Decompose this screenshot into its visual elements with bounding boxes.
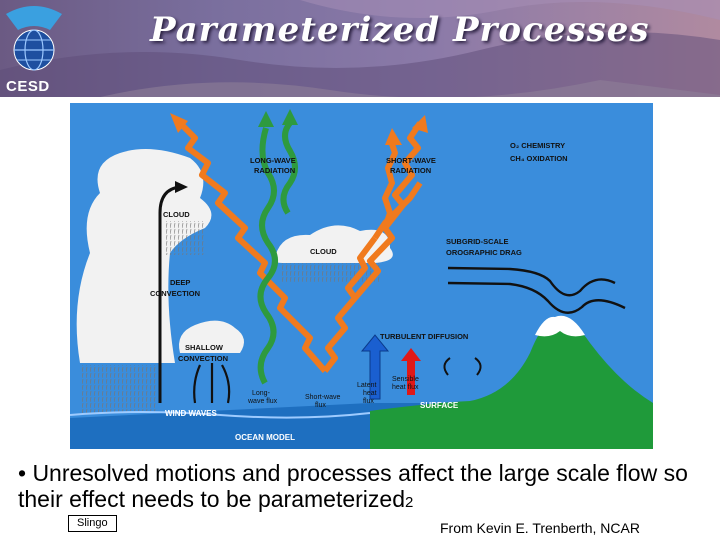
bullet-text: • Unresolved motions and processes affec… — [18, 460, 688, 512]
sensible-heat-arrow — [401, 348, 421, 395]
surface-label: SURFACE — [420, 401, 459, 410]
deep-convection-label-1: DEEP — [170, 278, 190, 287]
land-surface — [370, 319, 653, 449]
cloud-rain — [166, 221, 204, 255]
deep-convection-cloud — [76, 149, 212, 363]
snow-cap — [535, 315, 585, 337]
short-wave-radiation-arrows — [177, 120, 423, 373]
short-wave-label-1: SHORT-WAVE — [386, 156, 436, 165]
shortwave-flux-label-1: Short-wave — [305, 394, 341, 401]
latent-heat-label-1: Latent — [357, 382, 377, 389]
orographic-drag-arrows — [447, 266, 626, 314]
ocean-model-label: OCEAN MODEL — [235, 433, 295, 442]
latent-heat-arrow — [360, 334, 390, 400]
turbulent-diffusion-label: TURBULENT DIFFUSION — [380, 332, 468, 341]
latent-heat-label-3: flux — [363, 398, 374, 405]
o2-chemistry-label: O₂ CHEMISTRY — [510, 141, 565, 150]
longwave-flux-label-2: wave flux — [247, 398, 278, 405]
subgrid-drag-label-1: SUBGRID-SCALE — [446, 237, 509, 246]
header-banner: Parameterized Processes CESD — [0, 0, 720, 102]
deep-convection-label-2: CONVECTION — [150, 289, 200, 298]
climate-processes-diagram: LONG-WAVE RADIATION SHORT-WAVE RADIATION… — [70, 103, 653, 449]
page-title: Parameterized Processes — [150, 10, 650, 50]
bullet-point: • Unresolved motions and processes affec… — [18, 460, 708, 516]
cesd-globe-logo — [6, 6, 62, 71]
long-wave-label-1: LONG-WAVE — [250, 156, 296, 165]
shortwave-flux-label-2: flux — [315, 402, 326, 409]
turbulent-diffusion-swirls — [443, 357, 482, 376]
logo-text: CESD — [6, 78, 50, 95]
long-wave-label-2: RADIATION — [254, 166, 295, 175]
slingo-label: Slingo — [68, 515, 117, 532]
page-number: 2 — [404, 494, 414, 511]
sensible-heat-label-2: heat flux — [392, 384, 419, 391]
shallow-convection-label-1: SHALLOW — [185, 343, 224, 352]
cloud-center-label: CLOUD — [310, 247, 337, 256]
header-background — [0, 0, 720, 102]
shallow-convection-cloud — [179, 320, 244, 353]
long-wave-radiation-arrows — [257, 121, 298, 385]
short-wave-label-2: RADIATION — [390, 166, 431, 175]
longwave-flux-label-1: Long- — [252, 390, 271, 397]
wind-waves-label: WIND WAVES — [165, 409, 218, 418]
latent-heat-label-2: heat — [363, 390, 377, 397]
deep-convection-rain — [82, 365, 157, 413]
cloud-left-label: CLOUD — [163, 210, 190, 219]
ch4-oxidation-label: CH₄ OXIDATION — [510, 154, 568, 163]
wind-waves-line — [70, 411, 371, 419]
credit-text: From Kevin E. Trenberth, NCAR — [440, 520, 640, 536]
sensible-heat-label-1: Sensible — [392, 376, 419, 383]
shallow-convection-arrows — [193, 363, 231, 404]
shallow-convection-label-2: CONVECTION — [178, 354, 228, 363]
subgrid-drag-label-2: OROGRAPHIC DRAG — [446, 248, 522, 257]
